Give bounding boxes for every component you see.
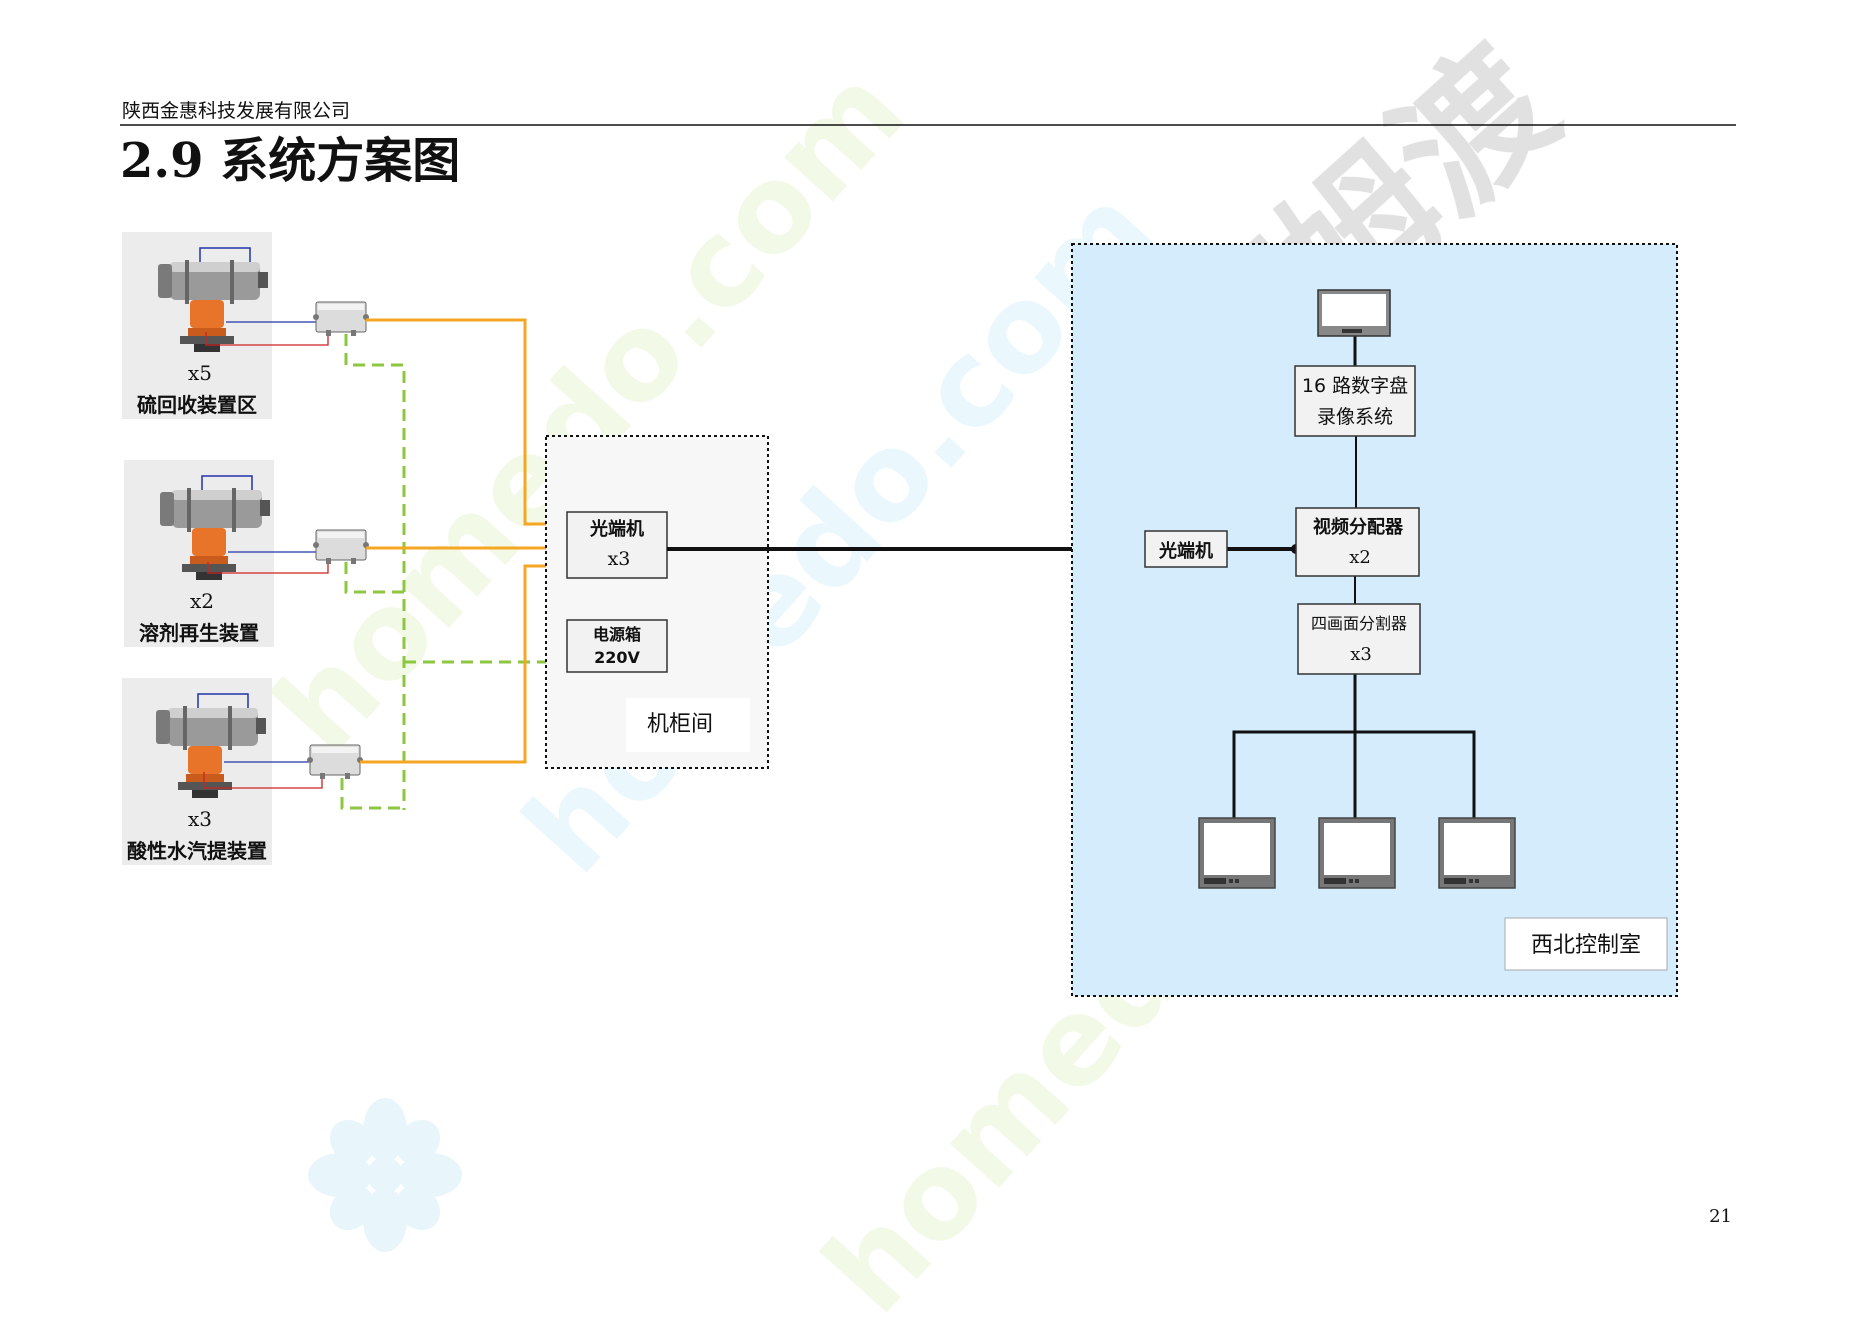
cabinet-optical-transceiver: 光端机 x3 — [566, 511, 668, 579]
junction-box-icon — [312, 529, 370, 565]
junction-box-icon — [312, 301, 370, 337]
control-wiring — [1227, 336, 1476, 820]
power-box: 电源箱 220V — [566, 619, 668, 673]
splitter-label: 四画面分割器 — [1311, 614, 1407, 633]
monitor-icon — [1318, 817, 1396, 889]
control-room-label: 西北控制室 — [1531, 933, 1641, 958]
cabinet-room: 机柜间 — [545, 435, 769, 769]
junction-box-icon — [306, 744, 364, 780]
power-lines — [340, 334, 568, 810]
control-optical-label: 光端机 — [1158, 540, 1213, 562]
camera-group-2: x2 溶剂再生装置 — [124, 460, 274, 647]
camera-area-label: 酸性水汽提装置 — [127, 839, 267, 863]
camera-group-3: x3 酸性水汽提装置 — [122, 678, 272, 865]
dvr-box: 16 路数字盘 录像系统 — [1294, 365, 1416, 437]
distributor-label: 视频分配器 — [1313, 516, 1404, 538]
page-number: 21 — [1709, 1206, 1732, 1227]
camera-area-label: 溶剂再生装置 — [139, 621, 259, 645]
camera-area-label: 硫回收装置区 — [137, 393, 257, 417]
camera-group-1: x5 硫回收装置区 — [122, 232, 272, 419]
camera-count: x2 — [190, 589, 214, 613]
company-name: 陕西金惠科技发展有限公司 — [122, 100, 350, 122]
dvr-label-line2: 录像系统 — [1317, 406, 1393, 428]
power-box-voltage: 220V — [594, 648, 640, 667]
power-box-label: 电源箱 — [593, 625, 641, 644]
control-optical-transceiver: 光端机 — [1144, 530, 1228, 568]
cabinet-optical-count: x3 — [608, 548, 631, 570]
cabinet-room-label: 机柜间 — [647, 712, 713, 737]
cabinet-optical-label: 光端机 — [589, 518, 644, 540]
monitor-icon — [1198, 817, 1276, 889]
camera-count: x3 — [188, 807, 212, 831]
dvr-label-line1: 16 路数字盘 — [1302, 375, 1408, 397]
video-distributor: 视频分配器 x2 — [1295, 507, 1420, 577]
monitor-icon — [1438, 817, 1516, 889]
watermark-flower-icon — [308, 1098, 462, 1252]
page-title: 2.9 系统方案图 — [120, 133, 460, 189]
splitter-count: x3 — [1350, 644, 1372, 665]
top-monitor-icon — [1317, 289, 1391, 337]
camera-count: x5 — [188, 361, 212, 385]
distributor-count: x2 — [1349, 547, 1371, 568]
local-wiring — [203, 321, 329, 789]
quad-splitter: 四画面分割器 x3 — [1297, 603, 1421, 675]
